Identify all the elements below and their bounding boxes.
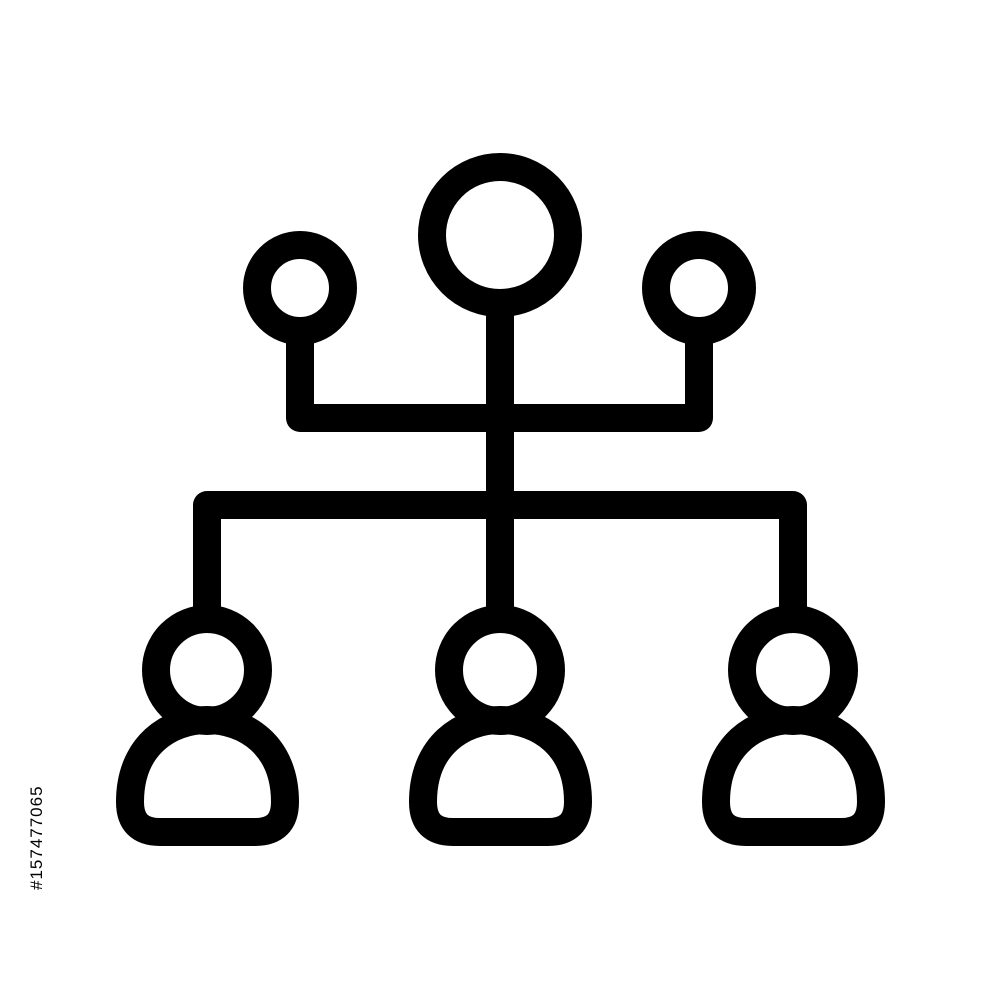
top-connector-icon (286, 289, 713, 620)
top-center-node-icon (418, 153, 582, 317)
stock-id-watermark: #157477065 (27, 785, 46, 890)
person-center-icon (409, 605, 592, 846)
bus-connector-icon (193, 491, 807, 620)
person-left-icon (116, 605, 299, 846)
person-right-icon (702, 605, 885, 846)
